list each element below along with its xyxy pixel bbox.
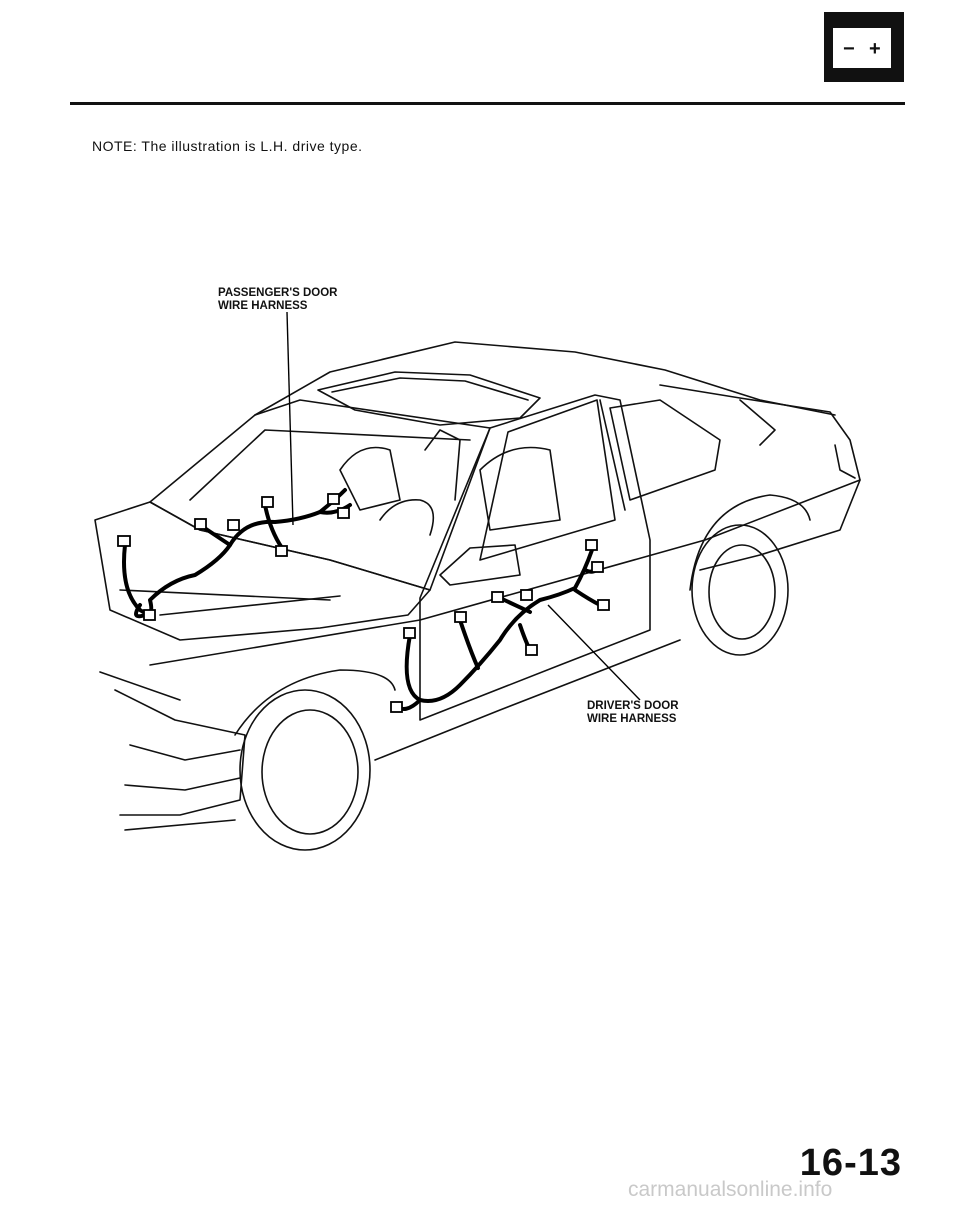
rear-quarter-window <box>609 399 721 501</box>
sunroof <box>317 371 541 426</box>
plus-symbol: + <box>869 38 881 60</box>
callout-line: WIRE HARNESS <box>587 713 677 725</box>
connector <box>454 611 467 623</box>
connector <box>597 599 610 611</box>
connector <box>585 539 598 551</box>
rear-wheel <box>691 524 789 656</box>
watermark: carmanualsonline.info <box>628 1178 833 1201</box>
battery-icon-face: − + <box>831 26 893 70</box>
steering-wheel <box>379 499 435 536</box>
driver-leader-line <box>547 604 641 701</box>
connector <box>337 507 350 519</box>
connector <box>525 644 538 656</box>
connector <box>520 589 533 601</box>
roof-outline <box>254 341 836 416</box>
driver-door <box>419 394 651 721</box>
passenger-leader-line <box>286 311 294 526</box>
windshield <box>149 399 491 591</box>
note-text: NOTE: The illustration is L.H. drive typ… <box>92 138 363 154</box>
minus-symbol: − <box>843 38 855 60</box>
connector <box>194 518 207 530</box>
connector <box>403 627 416 639</box>
battery-icon: − + <box>824 12 904 82</box>
drivers-door-harness <box>404 548 594 703</box>
side-mirror <box>439 544 521 586</box>
trunk <box>659 384 861 571</box>
hood <box>94 501 431 641</box>
connector <box>275 545 288 557</box>
connector <box>261 496 274 508</box>
callout-line: WIRE HARNESS <box>218 300 308 312</box>
connector <box>327 493 340 505</box>
passenger-door-harness-label: PASSENGER'S DOOR WIRE HARNESS <box>218 287 337 313</box>
callout-line: PASSENGER'S DOOR <box>218 287 338 299</box>
passenger-door-harness <box>122 488 347 616</box>
connector <box>227 519 240 531</box>
callout-line: DRIVER'S DOOR <box>587 700 679 712</box>
connector <box>591 561 604 573</box>
connector <box>491 591 504 603</box>
drivers-door-harness-label: DRIVER'S DOOR WIRE HARNESS <box>587 700 679 726</box>
connector <box>143 609 156 621</box>
page-number: 16-13 <box>799 1142 902 1184</box>
connector <box>117 535 131 547</box>
connector <box>390 701 403 713</box>
front-bumper <box>114 689 246 816</box>
front-wheel <box>239 689 371 851</box>
header-rule <box>70 102 905 105</box>
